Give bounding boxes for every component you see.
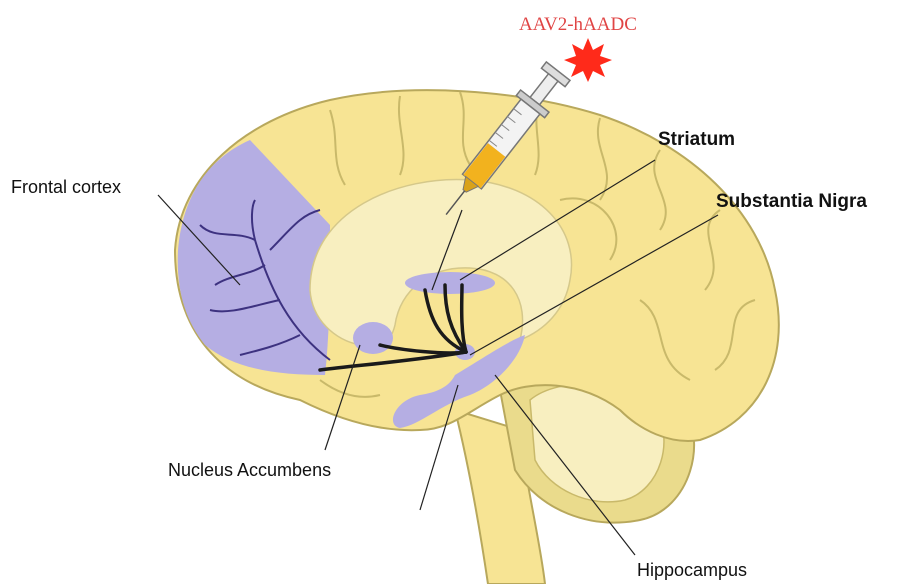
nucleus-accumbens-label: Nucleus Accumbens [168, 460, 331, 481]
frontal-cortex-label: Frontal cortex [11, 177, 121, 198]
virus-burst-icon [564, 38, 612, 82]
striatum-label: Striatum [658, 129, 735, 151]
striatum-region [405, 272, 495, 294]
hippocampus-label: Hippocampus [637, 560, 747, 581]
substantia-nigra-label: Substantia Nigra [716, 191, 867, 213]
virus-label: AAV2-hAADC [519, 14, 637, 36]
